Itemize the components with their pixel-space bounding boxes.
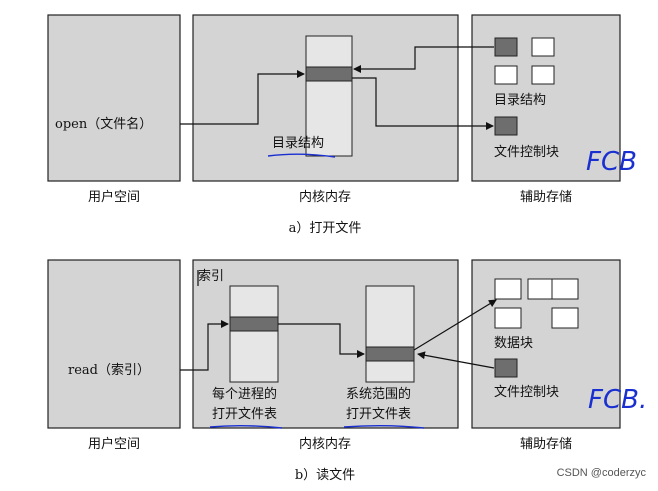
a-fcb-lookup-arrow bbox=[352, 77, 494, 130]
b-system-underline bbox=[343, 425, 425, 429]
a-storage-block-dark bbox=[494, 37, 518, 57]
b-data-block-arrow bbox=[413, 299, 497, 351]
b-per-process-label-1: 每个进程的 bbox=[212, 386, 277, 402]
a-storage-block bbox=[531, 37, 555, 57]
a-kernel-directory-column bbox=[305, 35, 353, 157]
b-handwritten-fcb-note: FCB. bbox=[588, 385, 647, 415]
b-caption: b）读文件 bbox=[295, 468, 355, 483]
b-user-space-panel bbox=[47, 259, 181, 429]
b-per-process-table bbox=[229, 285, 279, 383]
b-data-block bbox=[494, 307, 522, 329]
a-handwritten-fcb-note: FCB bbox=[586, 147, 637, 177]
b-read-call-arrow bbox=[180, 320, 229, 371]
b-system-table bbox=[365, 285, 415, 383]
a-dir-load-arrow bbox=[353, 46, 494, 73]
a-secondary-storage-label: 辅助存储 bbox=[520, 190, 572, 205]
b-system-label-2: 打开文件表 bbox=[346, 407, 411, 422]
a-user-space-label: 用户空间 bbox=[88, 189, 140, 205]
a-kernel-directory-entry bbox=[305, 66, 353, 82]
part-a-open-file: open（文件名） 目录结构 目录结构 文件控制块 FCB 用户空间 内核内存 … bbox=[47, 14, 637, 236]
b-storage-fcb-label: 文件控制块 bbox=[494, 385, 559, 400]
a-storage-block bbox=[531, 65, 555, 85]
a-open-call-label: open（文件名） bbox=[55, 116, 152, 132]
a-kernel-struct-underline bbox=[267, 153, 336, 158]
b-fcb-arrow bbox=[417, 351, 495, 369]
b-data-block bbox=[527, 278, 553, 300]
b-per-process-entry bbox=[229, 316, 279, 332]
a-kernel-memory-label: 内核内存 bbox=[299, 189, 351, 205]
b-data-block bbox=[551, 278, 579, 300]
a-user-space-panel bbox=[47, 14, 181, 182]
b-kernel-memory-label: 内核内存 bbox=[299, 436, 351, 452]
b-system-label-1: 系统范围的 bbox=[346, 386, 411, 402]
a-storage-fcb-block bbox=[494, 116, 518, 136]
b-storage-fcb-block bbox=[494, 358, 518, 378]
b-table-link-arrow bbox=[278, 323, 365, 358]
b-per-process-underline bbox=[209, 425, 283, 429]
b-secondary-storage-label: 辅助存储 bbox=[520, 437, 572, 452]
b-user-space-label: 用户空间 bbox=[88, 436, 140, 452]
b-index-label: 索引 bbox=[198, 269, 224, 284]
watermark: CSDN @coderzyc bbox=[557, 467, 647, 479]
b-data-block bbox=[551, 307, 579, 329]
b-per-process-label-2: 打开文件表 bbox=[212, 407, 277, 422]
b-storage-data-label: 数据块 bbox=[494, 336, 533, 351]
part-b-read-file: 索引 read（索引） 每个进程的 打开文件表 系统范围的 打开文件表 数据块 … bbox=[47, 259, 647, 483]
a-storage-dir-label: 目录结构 bbox=[494, 93, 546, 108]
a-caption: a）打开文件 bbox=[289, 221, 362, 236]
a-storage-fcb-label: 文件控制块 bbox=[494, 145, 559, 160]
a-storage-block bbox=[494, 65, 518, 85]
a-open-call-arrow bbox=[180, 70, 305, 125]
b-system-entry bbox=[365, 346, 415, 362]
b-data-block bbox=[494, 278, 522, 300]
a-kernel-struct-label: 目录结构 bbox=[272, 136, 324, 151]
b-read-call-label: read（索引） bbox=[68, 363, 150, 378]
